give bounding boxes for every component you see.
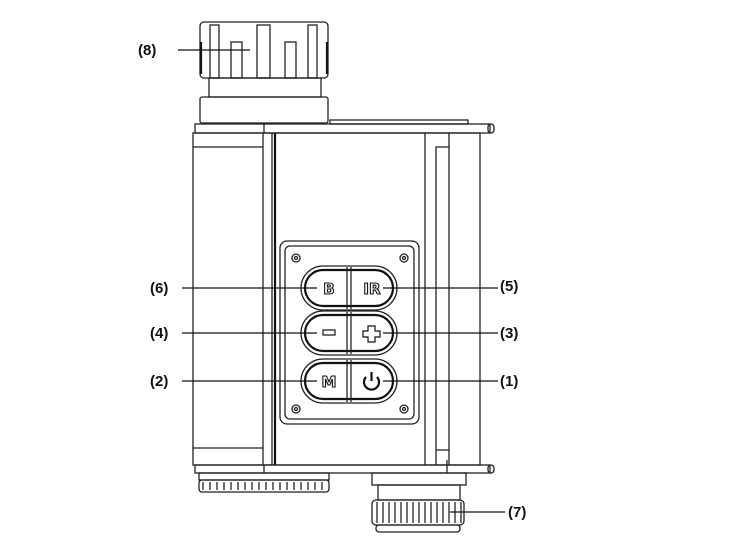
callout-3: (3) (500, 325, 518, 342)
callout-4: (4) (150, 325, 168, 342)
button-b[interactable]: B (323, 279, 336, 298)
device-body (192, 132, 481, 466)
button-plus[interactable] (362, 325, 381, 343)
callout-5: (5) (500, 278, 518, 295)
callout-1: (1) (500, 373, 518, 390)
callout-7: (7) (508, 504, 526, 521)
top-connector (199, 21, 329, 124)
callout-8: (8) (138, 42, 156, 59)
button-m[interactable]: M (321, 372, 337, 391)
bottom-plate (194, 460, 495, 493)
power-icon (362, 372, 381, 391)
top-plate (194, 119, 495, 134)
callout-6: (6) (150, 280, 168, 297)
button-power[interactable] (362, 372, 381, 391)
callout-2: (2) (150, 373, 168, 390)
button-minus[interactable] (322, 329, 336, 336)
bottom-outlet (371, 472, 467, 533)
button-ir[interactable]: IR (363, 279, 382, 298)
